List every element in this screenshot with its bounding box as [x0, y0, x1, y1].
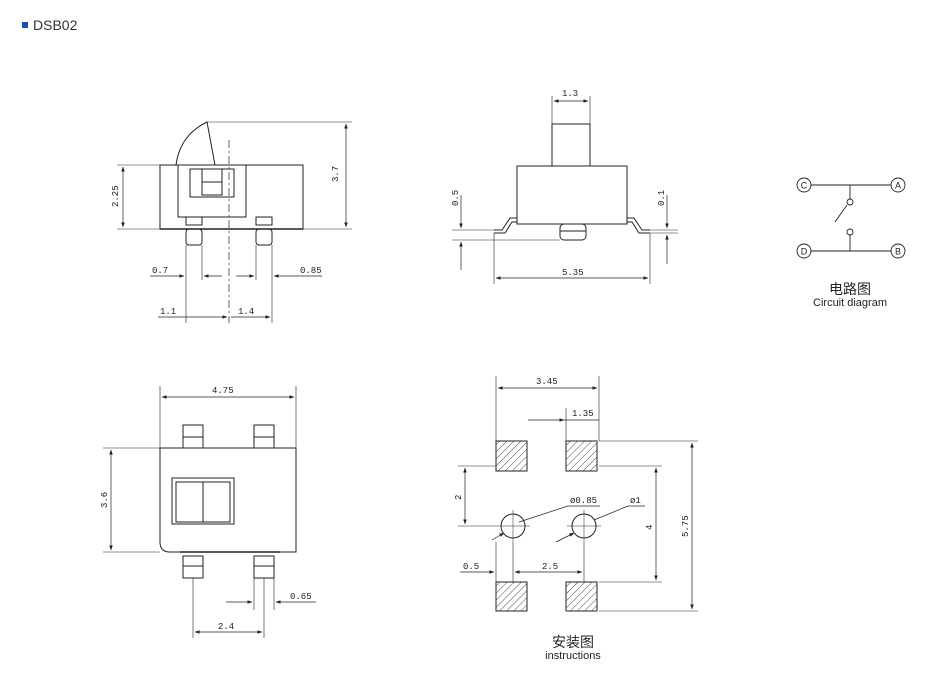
terminal-c-label: C — [801, 181, 808, 191]
dim-fp-edge: 0.5 — [463, 562, 479, 572]
terminal-d-circle — [796, 243, 812, 259]
dim-pin-left: 1.1 — [160, 307, 176, 317]
terminal-b-circle — [890, 243, 906, 259]
dim-left-offset: 0.7 — [152, 266, 168, 276]
dim-top-pin-width: 0.65 — [290, 592, 312, 602]
dim-lead-rise: 0.5 — [451, 190, 461, 206]
top-view — [103, 386, 316, 638]
circuit-caption-en: Circuit diagram — [813, 297, 887, 310]
terminal-a-label: A — [895, 181, 901, 191]
side-view — [452, 96, 678, 284]
bullet-square-icon — [22, 22, 28, 28]
dim-fp-pad-spacing: 2 — [454, 495, 464, 500]
model-title: DSB02 — [22, 17, 77, 33]
dim-pin-pitch: 1.4 — [238, 307, 254, 317]
dim-lead-thickness: 0.1 — [657, 190, 667, 206]
dim-total-length: 5.35 — [562, 268, 584, 278]
circuit-caption: 电路图 Circuit diagram — [790, 281, 910, 310]
dim-fp-hole-large: ø1 — [630, 496, 641, 506]
model-name: DSB02 — [33, 17, 78, 33]
dim-fp-hole-pitch: 2.5 — [542, 562, 558, 572]
dim-fp-outer-width: 3.45 — [536, 377, 558, 387]
circuit-diagram — [796, 177, 906, 259]
dim-actuator-width: 1.3 — [562, 89, 578, 99]
footprint-caption-en: instructions — [545, 650, 601, 663]
terminal-b-label: B — [895, 247, 901, 257]
terminal-a-circle — [890, 177, 906, 193]
dim-fp-pad-width: 1.35 — [572, 409, 594, 419]
dim-height: 3.7 — [331, 166, 341, 182]
dim-fp-total-height: 5.75 — [681, 515, 691, 537]
circuit-caption-cn: 电路图 — [829, 281, 871, 297]
dim-fp-hole-small: ø0.85 — [570, 496, 597, 506]
dim-top-pin-pitch: 2.4 — [218, 622, 234, 632]
footprint-caption: 安装图 instructions — [513, 634, 633, 663]
dim-pin-width: 0.85 — [300, 266, 322, 276]
footprint-view — [458, 376, 698, 612]
dim-fp-vertical: 4 — [645, 525, 655, 530]
dim-top-height: 3.6 — [100, 492, 110, 508]
footprint-caption-cn: 安装图 — [552, 634, 594, 650]
terminal-d-label: D — [801, 247, 808, 257]
front-view — [117, 121, 352, 323]
dim-body-height: 2.25 — [111, 185, 121, 207]
dim-top-width: 4.75 — [212, 386, 234, 396]
terminal-c-circle — [796, 177, 812, 193]
